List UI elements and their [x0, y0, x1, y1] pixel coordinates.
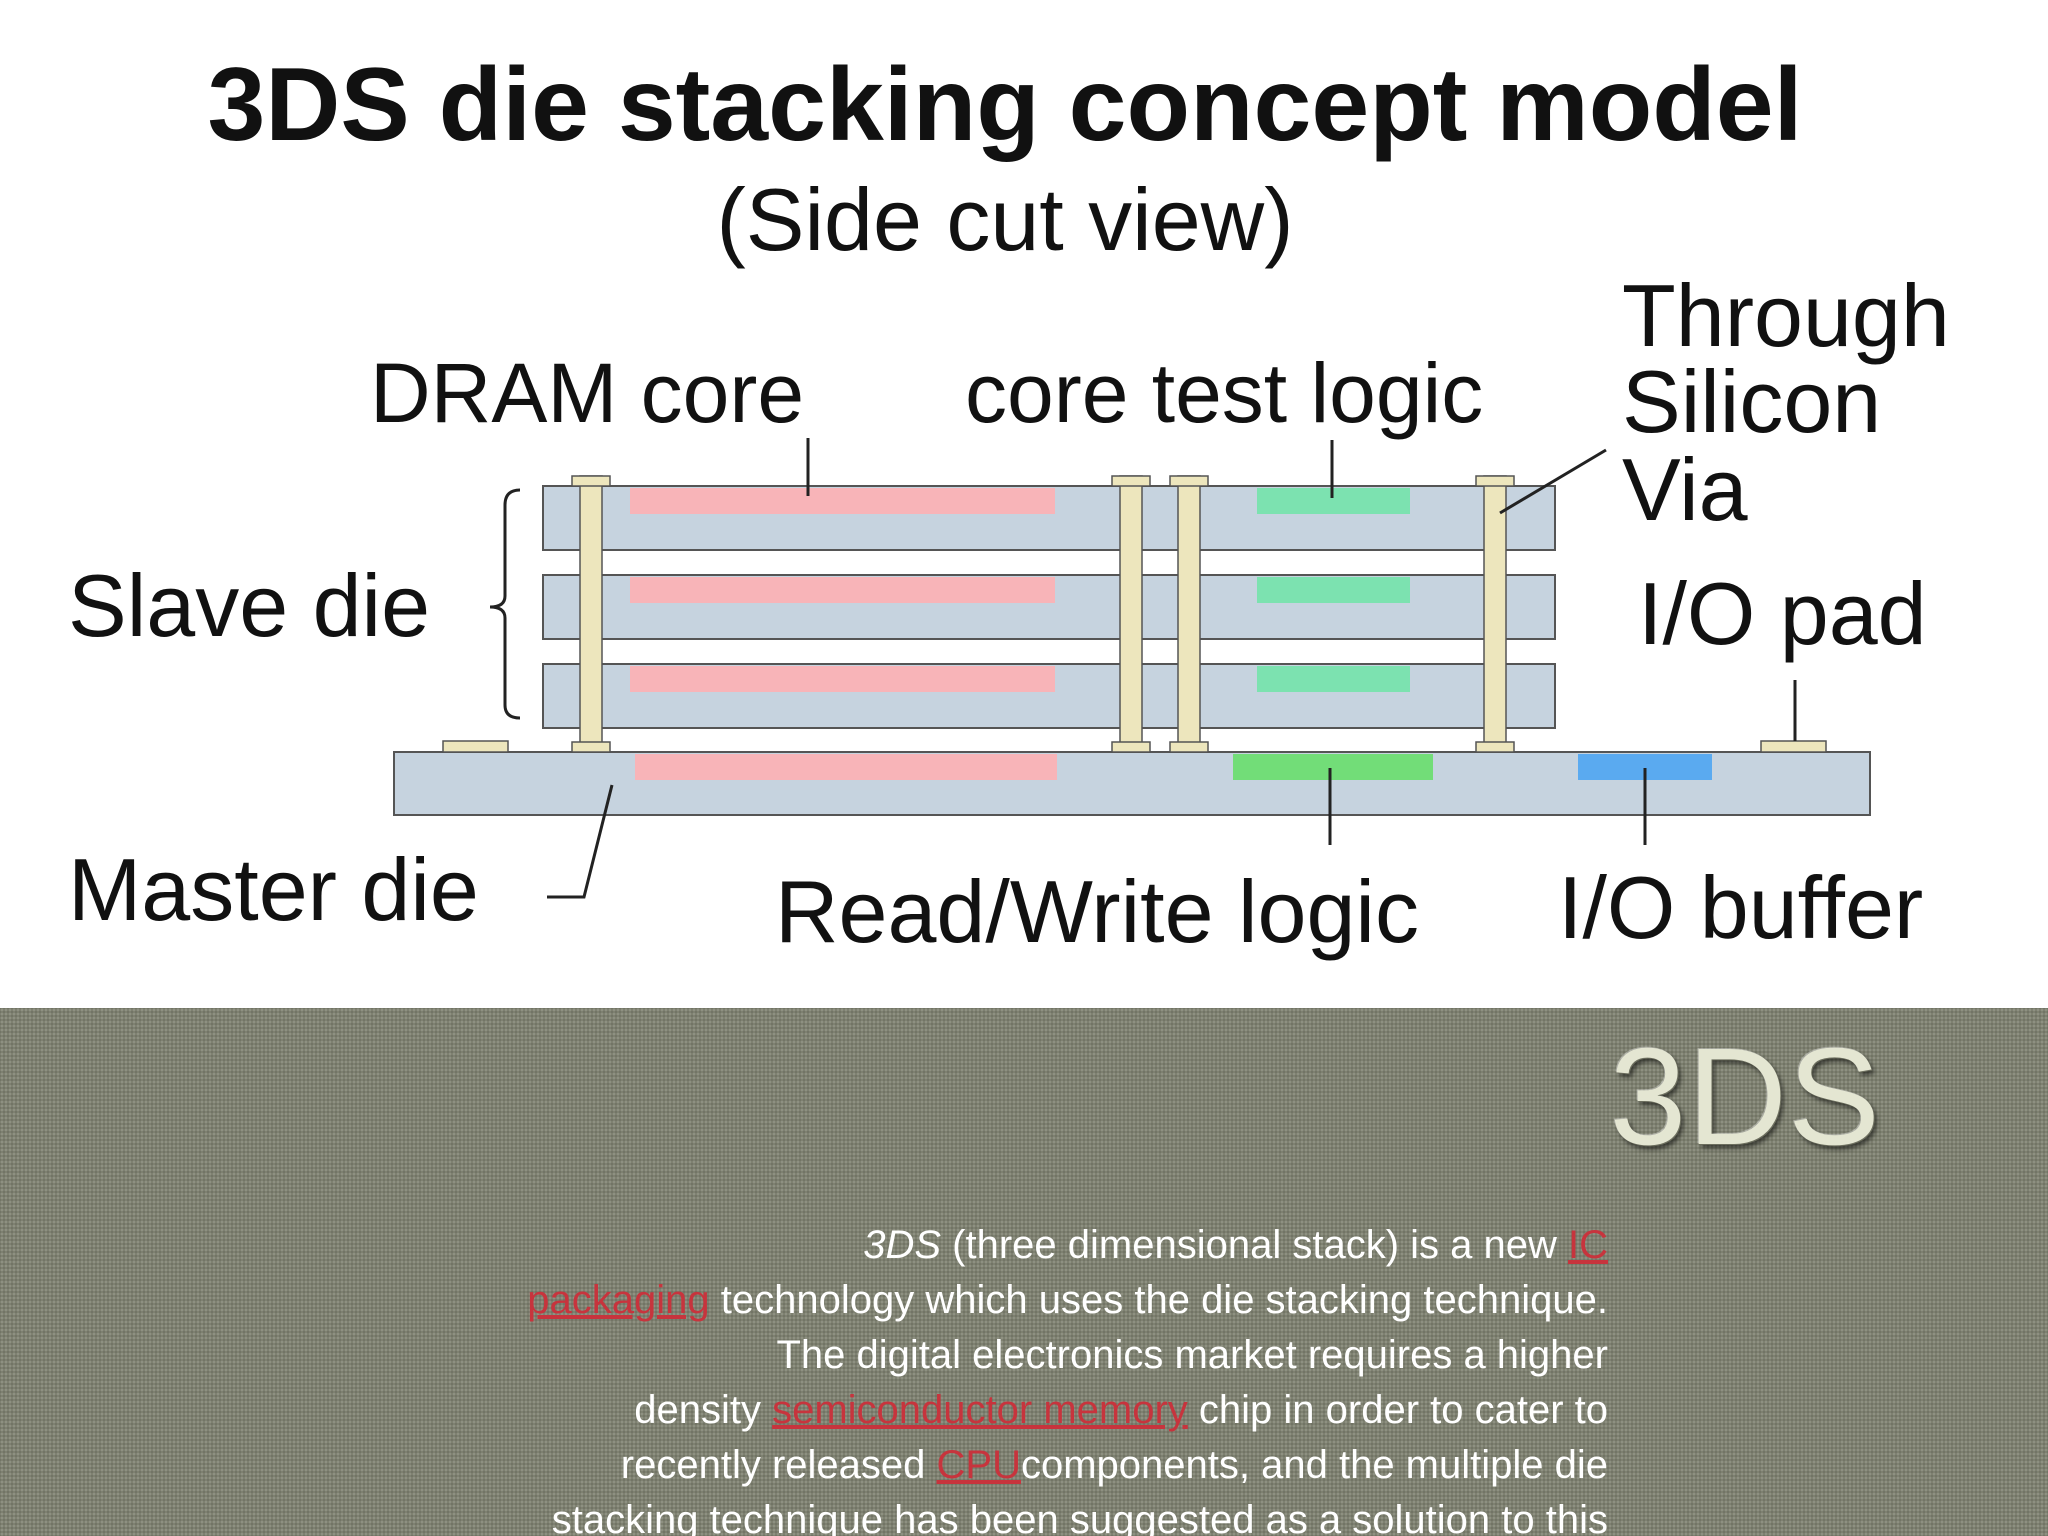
tsv-column-1 — [571, 475, 611, 753]
diagram-subtitle: (Side cut view) — [716, 170, 1293, 269]
label-read-write-logic: Read/Write logic — [775, 862, 1419, 961]
diagram-title: 3DS die stacking concept model — [207, 47, 1802, 163]
paragraph-line-6: stacking technique has been suggested as… — [551, 1498, 1608, 1536]
label-master-die: Master die — [68, 840, 479, 939]
label-tsv-silicon: Silicon — [1622, 352, 1881, 451]
paragraph-text: chip in order to cater to — [1187, 1388, 1608, 1432]
link-ic[interactable]: IC — [1568, 1223, 1608, 1267]
slave-die-2-core-test-logic — [1257, 577, 1410, 603]
link-packaging[interactable]: packaging — [527, 1278, 710, 1322]
paragraph-line-1: 3DS (three dimensional stack) is a new I… — [348, 1218, 1608, 1273]
paragraph-text: components, and the multiple die — [1020, 1443, 1608, 1487]
tsv-column-4 — [1475, 475, 1515, 753]
slave-die-2-dram-core — [630, 577, 1055, 603]
leader-master-die — [547, 784, 614, 899]
link-semiconductor-memory[interactable]: semiconductor memory — [772, 1388, 1188, 1432]
paragraph-line-2: packaging technology which uses the die … — [348, 1273, 1608, 1328]
section-heading: 3DS — [1609, 1020, 1881, 1174]
tsv-column-2 — [1111, 475, 1151, 753]
label-slave-die: Slave die — [68, 556, 430, 655]
paragraph-line-5: recently released CPUcomponents, and the… — [348, 1438, 1608, 1493]
paragraph-text: density — [634, 1388, 773, 1432]
body-paragraph: 3DS (three dimensional stack) is a new I… — [348, 1218, 1608, 1536]
text-section: 3DS 3DS (three dimensional stack) is a n… — [0, 1008, 2048, 1536]
slave-die-3-dram-core — [630, 666, 1055, 692]
label-core-test-logic: core test logic — [965, 346, 1483, 440]
diagram-panel: 3DS die stacking concept model (Side cut… — [68, 47, 1950, 961]
io-pad-left — [442, 740, 509, 753]
tsv-column-3 — [1169, 475, 1209, 753]
leader-tsv — [1499, 448, 1607, 515]
die-stacking-diagram: 3DS die stacking concept model (Side cut… — [68, 47, 1950, 961]
paragraph-line-4: density semiconductor memory chip in ord… — [348, 1383, 1608, 1438]
label-tsv-through: Through — [1622, 266, 1950, 365]
paragraph-line-3: The digital electronics market requires … — [776, 1333, 1608, 1377]
io-pad-right — [1760, 740, 1827, 753]
link-cpu[interactable]: CPU — [936, 1443, 1021, 1487]
label-tsv-via: Via — [1622, 440, 1748, 539]
term-3ds: 3DS — [863, 1223, 942, 1267]
paragraph-text: technology which uses the die stacking t… — [709, 1278, 1608, 1322]
label-io-buffer: I/O buffer — [1558, 858, 1923, 957]
paragraph-text: (three dimensional stack) is a new — [941, 1223, 1568, 1267]
slave-die-1-dram-core — [630, 488, 1055, 514]
label-io-pad: I/O pad — [1638, 564, 1927, 663]
read-write-logic-region — [1233, 754, 1433, 780]
paragraph-text: recently released — [620, 1443, 937, 1487]
slave-die-brace — [489, 488, 521, 720]
label-dram-core: DRAM core — [370, 346, 804, 440]
slave-die-3-core-test-logic — [1257, 666, 1410, 692]
master-dram-core-region — [635, 754, 1057, 780]
